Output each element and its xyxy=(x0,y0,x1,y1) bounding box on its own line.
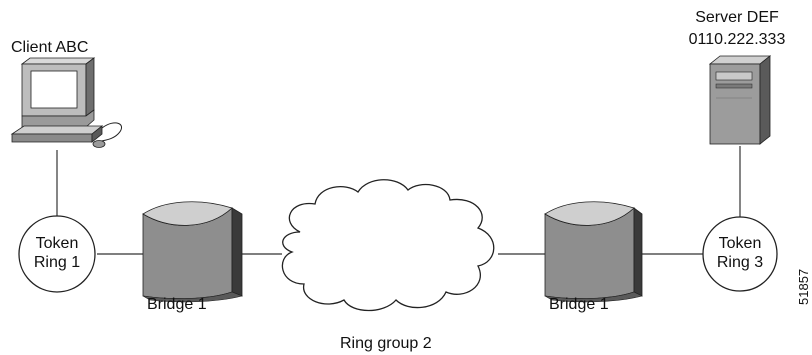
client-label: Client ABC xyxy=(11,39,89,56)
ring-group-label: Ring group 2 xyxy=(340,335,432,352)
token-ring-3-label-line1: Token xyxy=(718,235,762,252)
bridge-left-label: Bridge 1 xyxy=(147,296,207,313)
token-ring-1-label-line1: Token xyxy=(35,235,79,252)
figure-id: 51857 xyxy=(796,268,811,305)
token-ring-1-label-line2: Ring 1 xyxy=(33,254,81,271)
ring-group-cloud-icon xyxy=(281,179,495,312)
bridge-left-icon xyxy=(142,201,243,303)
server-label-address: 0110.222.333 xyxy=(688,31,786,48)
bridge-right-icon xyxy=(544,201,643,303)
token-ring-3-label-line2: Ring 3 xyxy=(716,254,764,271)
server-tower-icon xyxy=(708,55,772,145)
token-ring-3 xyxy=(702,216,778,292)
bridge-right-label: Bridge 1 xyxy=(549,296,609,313)
client-computer-icon xyxy=(10,57,123,148)
token-ring-1 xyxy=(18,215,96,293)
server-label-name: Server DEF xyxy=(695,9,779,26)
